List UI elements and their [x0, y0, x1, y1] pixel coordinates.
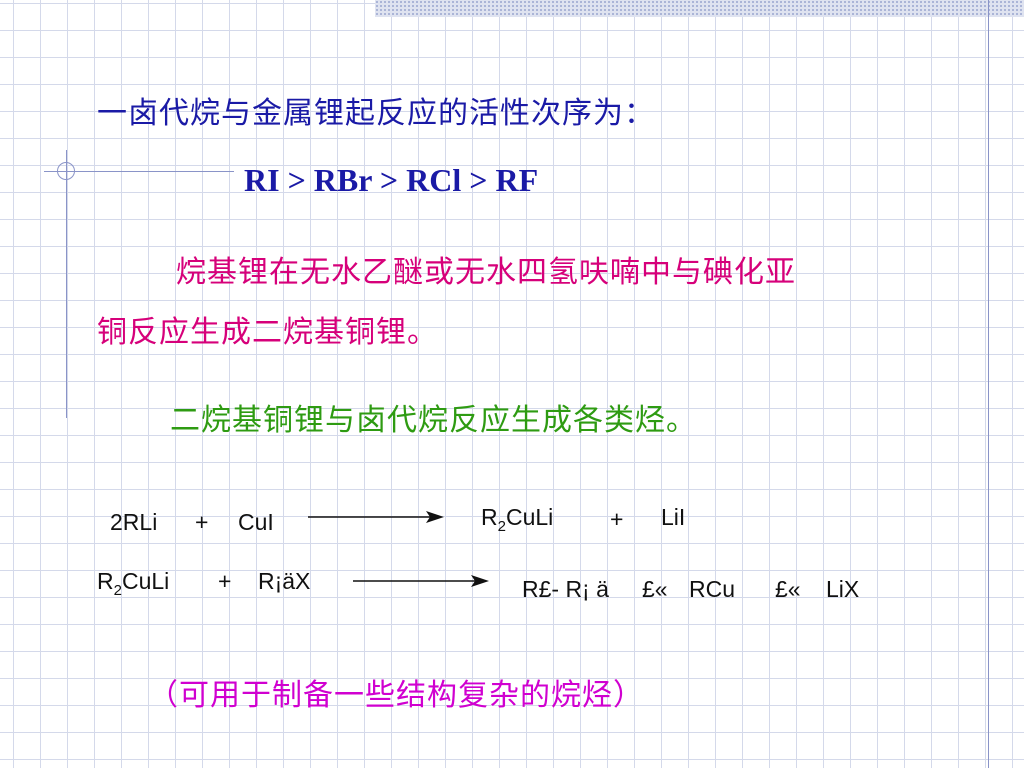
- usage-note: （可用于制备一些结构复杂的烷烃）: [148, 678, 644, 713]
- paragraph-line-1: 烷基锂在无水乙醚或无水四氢呋喃中与碘化亚: [176, 255, 796, 290]
- slide-border-line-right: [988, 0, 989, 768]
- r1-plus-sign: +: [195, 509, 209, 535]
- r2-reactant-r2culi: R2CuLi: [97, 568, 170, 599]
- slide-accent-circle: [57, 162, 75, 180]
- paragraph-line-2: 铜反应生成二烷基铜锂。: [97, 315, 438, 350]
- r2-reaction-arrow: [353, 575, 489, 587]
- r1-reactant-rli: 2RLi: [110, 509, 158, 535]
- r2-reactant-rx: R¡äX: [258, 568, 311, 594]
- slide-border-line-left: [66, 150, 67, 418]
- slide-accent-line: [44, 171, 234, 172]
- r1-product-r2culi: R2CuLi: [481, 504, 554, 535]
- r1-reactant-cui: CuI: [238, 509, 274, 535]
- header-decoration-band: [375, 0, 1024, 17]
- r2-plus-sign: +: [218, 568, 232, 594]
- r2-separator-2: £«: [775, 576, 801, 602]
- r1-reaction-arrow: [308, 511, 444, 523]
- reactivity-order-heading: 一卤代烷与金属锂起反应的活性次序为：: [97, 96, 655, 131]
- reactivity-order-sequence: RI > RBr > RCl > RF: [244, 162, 539, 198]
- r2-product-rcu: RCu: [689, 576, 736, 602]
- r1-plus-sign-2: +: [610, 506, 624, 532]
- coupling-statement: 二烷基铜锂与卤代烷反应生成各类烃。: [170, 403, 697, 438]
- r1-product-lii: LiI: [661, 504, 686, 530]
- r2-separator-1: £«: [642, 576, 668, 602]
- r2-product-rr: R£- R¡ ä: [522, 576, 609, 602]
- r2-product-lix: LiX: [826, 576, 860, 602]
